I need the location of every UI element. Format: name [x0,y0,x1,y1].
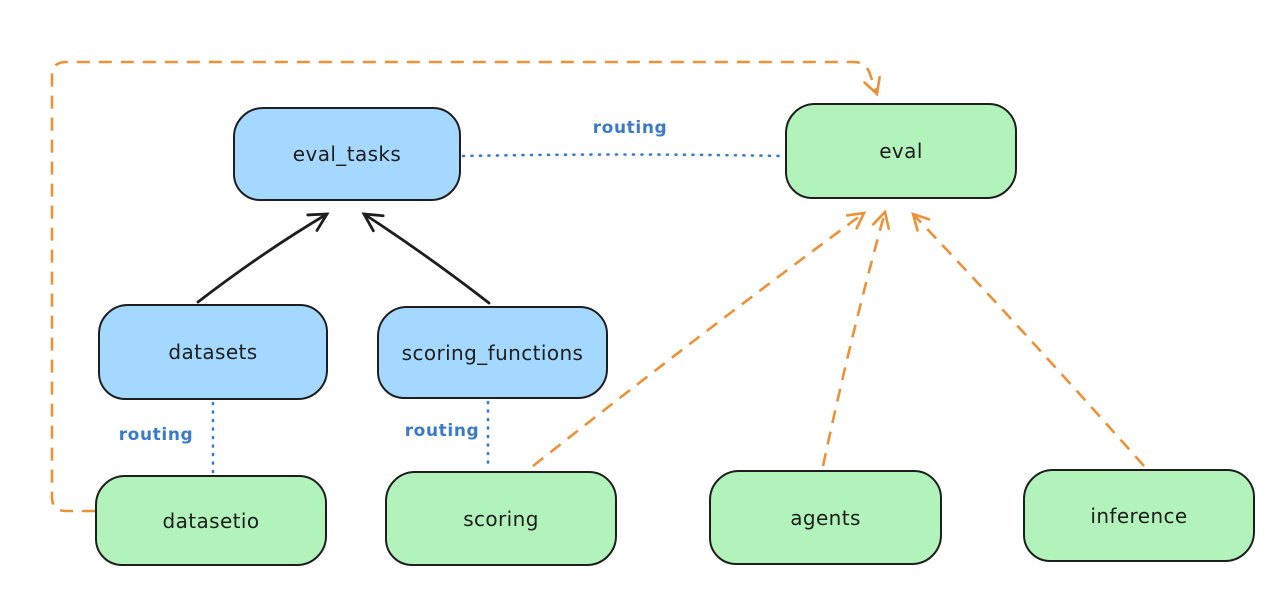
node-inference-label: inference [1090,503,1188,528]
node-scoring-label: scoring [463,506,539,531]
node-scoring: scoring [385,471,617,566]
node-agents: agents [709,470,942,565]
edge-eval-tasks-to-eval-routing [461,153,785,158]
node-inference: inference [1023,469,1255,562]
routing-label-scoring-functions-scoring: routing [404,421,480,441]
edge-datasets-to-eval-tasks [196,212,330,304]
node-eval-tasks: eval_tasks [233,107,461,201]
node-eval-label: eval [879,139,923,163]
edge-scoring-functions-to-eval-tasks [361,212,491,305]
routing-label-datasets-datasetio: routing [118,425,194,445]
node-agents-label: agents [790,505,861,530]
node-datasetio: datasetio [95,475,327,566]
edge-scoring-to-eval [532,211,867,468]
edge-inference-to-eval [911,211,1145,467]
edge-agents-to-eval [821,209,891,467]
routing-label-eval-tasks-eval: routing [592,118,668,138]
node-datasetio-label: datasetio [162,508,260,533]
node-datasets: datasets [98,304,328,400]
node-eval-tasks-label: eval_tasks [292,142,402,166]
node-eval: eval [785,103,1017,199]
node-scoring-functions: scoring_functions [377,306,608,399]
node-datasets-label: datasets [168,340,258,364]
node-scoring-functions-label: scoring_functions [401,340,584,365]
